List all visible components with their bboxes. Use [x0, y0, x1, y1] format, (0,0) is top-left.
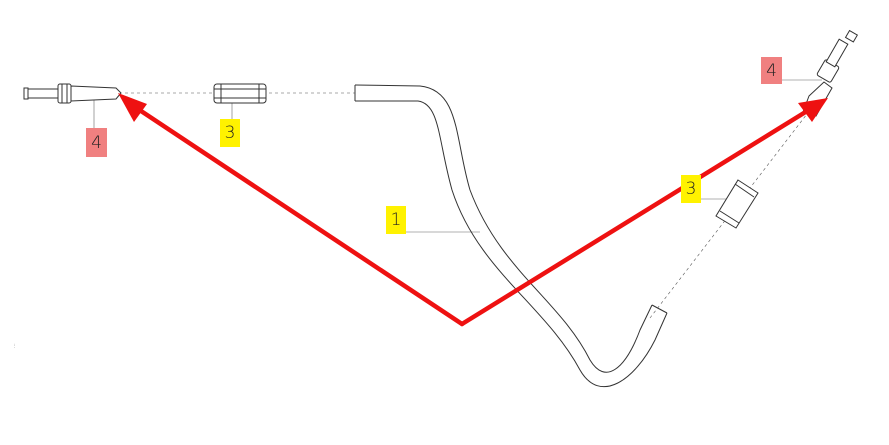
callout-3-left-nut: 3 [220, 119, 240, 147]
fitting-left [23, 83, 122, 104]
axis-right [649, 109, 811, 319]
nut-left [213, 83, 267, 104]
hose-inner-edge [355, 100, 668, 388]
arrow-to-right-fitting [459, 105, 815, 327]
arrowhead-left [118, 93, 147, 122]
leader-lines [93, 79, 822, 233]
hose-outer-edge [354, 84, 653, 373]
callout-3-right-nut: 3 [681, 175, 701, 203]
hose [354, 84, 668, 388]
arrowhead-right [798, 98, 828, 122]
nut-right [715, 179, 759, 229]
side-note: ... [11, 343, 17, 348]
callout-4-right-fitting: 4 [761, 57, 782, 84]
arrow-to-left-fitting [129, 102, 465, 327]
callout-4-left-fitting: 4 [86, 128, 107, 157]
callout-1-hose: 1 [386, 206, 406, 234]
annotation-arrows [118, 93, 828, 327]
